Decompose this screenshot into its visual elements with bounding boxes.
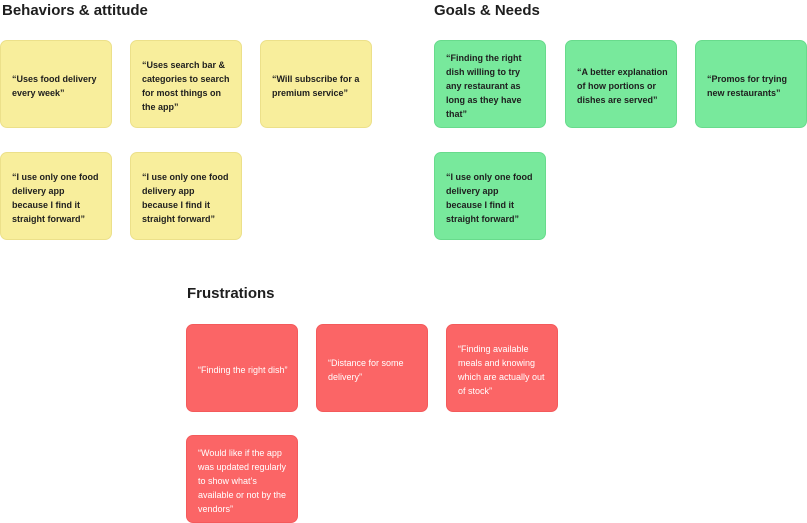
goal-sticky-note[interactable]: “Promos for trying new restaurants” [695, 40, 807, 128]
frustration-note-text: “Distance for some delivery” [328, 357, 404, 382]
behavior-note-text: “Uses search bar & categories to search … [142, 59, 230, 112]
frustrations-section-title: Frustrations [187, 285, 275, 302]
behavior-note-text: “Will subscribe for a premium service” [272, 73, 360, 98]
frustration-sticky-note[interactable]: “Finding the right dish” [186, 324, 298, 412]
goal-sticky-note[interactable]: “I use only one food delivery app becaus… [434, 152, 546, 240]
behavior-note-text: “Uses food delivery every week” [12, 73, 97, 98]
frustration-sticky-note[interactable]: “Distance for some delivery” [316, 324, 428, 412]
goal-note-text: “Promos for trying new restaurants” [707, 73, 788, 98]
behavior-sticky-note[interactable]: “Uses food delivery every week” [0, 40, 112, 128]
frustration-note-text: “Finding available meals and knowing whi… [458, 343, 545, 396]
frustration-sticky-note[interactable]: “Finding available meals and knowing whi… [446, 324, 558, 412]
frustration-note-text: “Finding the right dish” [198, 364, 288, 375]
behavior-sticky-note[interactable]: “Uses search bar & categories to search … [130, 40, 242, 128]
frustration-note-text: “Would like if the app was updated regul… [198, 447, 287, 514]
behavior-note-text: “I use only one food delivery app becaus… [12, 171, 99, 224]
frustration-sticky-note[interactable]: “Would like if the app was updated regul… [186, 435, 298, 523]
goals-section-title: Goals & Needs [434, 2, 540, 19]
behavior-note-text: “I use only one food delivery app becaus… [142, 171, 229, 224]
behaviors-section-title: Behaviors & attitude [2, 2, 148, 19]
goal-note-text: “A better explanation of how portions or… [577, 66, 668, 105]
goal-note-text: “I use only one food delivery app becaus… [446, 171, 533, 224]
goal-sticky-note[interactable]: “Finding the right dish willing to try a… [434, 40, 546, 128]
behavior-sticky-note[interactable]: “I use only one food delivery app becaus… [130, 152, 242, 240]
goal-sticky-note[interactable]: “A better explanation of how portions or… [565, 40, 677, 128]
behavior-sticky-note[interactable]: “Will subscribe for a premium service” [260, 40, 372, 128]
behavior-sticky-note[interactable]: “I use only one food delivery app becaus… [0, 152, 112, 240]
goal-note-text: “Finding the right dish willing to try a… [446, 52, 522, 119]
